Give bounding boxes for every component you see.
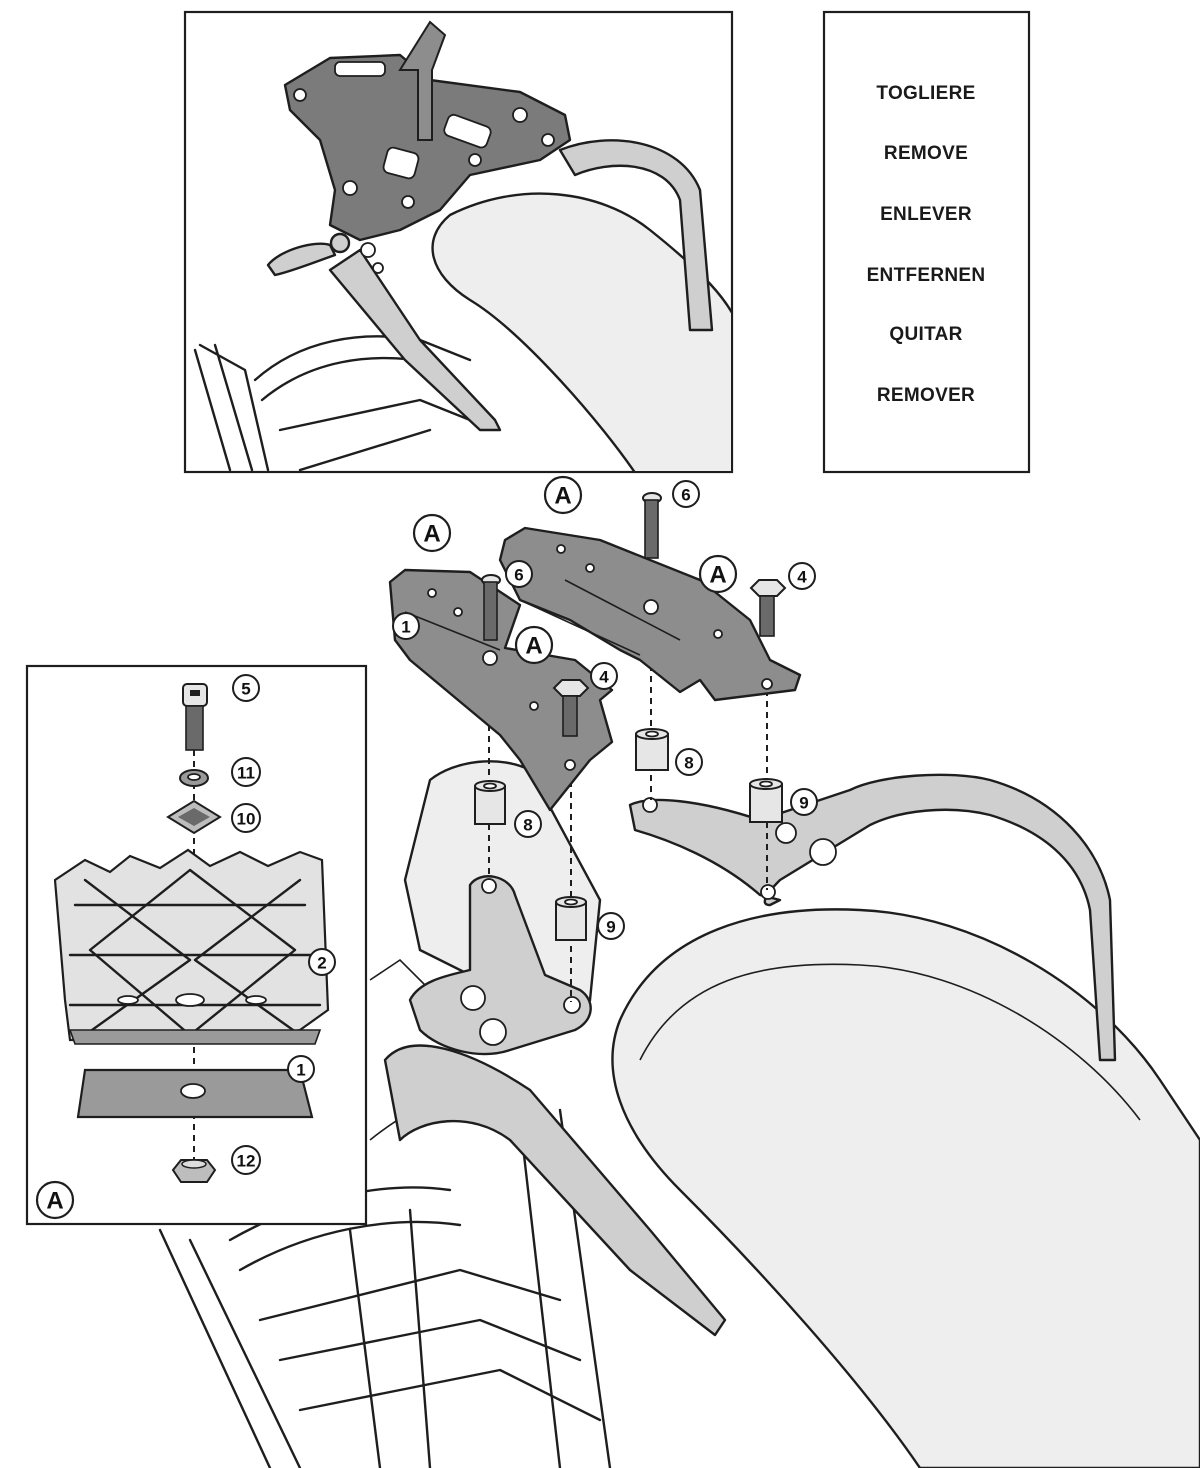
bolt-6-right (642, 492, 662, 559)
callout-2-detail: 2 (308, 948, 336, 976)
callout-11-detail: 11 (231, 757, 261, 787)
instruction-spanish: QUITAR (889, 324, 962, 345)
callout-a-center: A (514, 625, 554, 665)
callouts: A A A A A 6 6 4 (35, 475, 818, 1220)
removal-panel (183, 10, 734, 474)
callout-10-detail: 10 (231, 803, 261, 833)
bolt-6-left (481, 574, 501, 641)
callout-12-detail: 12 (231, 1145, 261, 1175)
svg-text:4: 4 (797, 568, 807, 587)
seat-top-panel (431, 192, 731, 471)
spacer-8-right (635, 728, 669, 771)
detail-case-base-2 (53, 848, 330, 1045)
detail-nut-12 (171, 1159, 217, 1183)
main-assembly (158, 492, 1200, 1468)
callout-5-detail: 5 (232, 674, 260, 702)
instruction-portuguese: REMOVER (877, 385, 975, 406)
svg-text:10: 10 (237, 810, 256, 829)
callout-a-top-center: A (543, 475, 583, 515)
instruction-italian: TOGLIERE (876, 83, 975, 104)
detail-rack-plate-1 (76, 1068, 314, 1119)
svg-text:1: 1 (401, 618, 410, 637)
detail-plate-washer-10 (166, 799, 222, 835)
left-bracket-main (408, 875, 592, 1056)
callout-4-left: 4 (590, 662, 618, 690)
instruction-english: REMOVE (884, 143, 968, 164)
callout-8-left: 8 (514, 810, 542, 838)
seat-main (611, 908, 1200, 1468)
grab-handle-main (383, 1044, 727, 1337)
svg-text:A: A (709, 562, 726, 589)
callout-4-right: 4 (788, 562, 816, 590)
svg-text:6: 6 (681, 486, 690, 505)
callout-9-left: 9 (597, 912, 625, 940)
svg-text:A: A (46, 1188, 63, 1215)
svg-text:A: A (525, 633, 542, 660)
instruction-german: ENTFERNEN (867, 265, 986, 286)
spacer-9-right (749, 778, 783, 823)
instruction-french: ENLEVER (880, 204, 972, 225)
callout-a-right: A (698, 554, 738, 594)
svg-text:6: 6 (514, 566, 523, 585)
svg-text:8: 8 (684, 754, 693, 773)
instruction-panel: TOGLIERE REMOVE ENLEVER ENTFERNEN QUITAR… (822, 10, 1031, 474)
callout-6-left: 6 (505, 560, 533, 588)
svg-text:A: A (423, 521, 440, 548)
bolt-4-right (749, 579, 787, 637)
svg-text:2: 2 (317, 954, 326, 973)
detail-panel-a (25, 664, 368, 1226)
callout-a-detail-panel: A (35, 1180, 75, 1220)
callout-1-detail: 1 (287, 1055, 315, 1083)
callout-9-right: 9 (790, 788, 818, 816)
spacer-9-left (555, 896, 587, 941)
svg-text:9: 9 (606, 918, 615, 937)
bolt-4-left (552, 679, 590, 737)
svg-text:8: 8 (523, 816, 532, 835)
callout-a-left: A (412, 513, 452, 553)
right-rail-main (628, 773, 1117, 1062)
spacer-8-left (474, 780, 506, 825)
svg-text:9: 9 (799, 794, 808, 813)
rear-bracket-top-panel (328, 248, 502, 432)
svg-text:4: 4 (599, 668, 609, 687)
svg-text:1: 1 (296, 1061, 305, 1080)
svg-text:12: 12 (237, 1152, 256, 1171)
callout-6-right: 6 (672, 480, 700, 508)
svg-text:5: 5 (241, 680, 250, 699)
detail-washer-11 (179, 769, 209, 787)
lift-arrow-icon (398, 20, 447, 141)
detail-bolt-5 (182, 683, 208, 751)
svg-text:11: 11 (237, 764, 255, 783)
grab-rail-top-panel (558, 139, 714, 332)
callout-1-main: 1 (392, 612, 420, 640)
svg-text:A: A (554, 483, 571, 510)
callout-8-right: 8 (675, 748, 703, 776)
instruction-panel-frame (822, 10, 1031, 474)
